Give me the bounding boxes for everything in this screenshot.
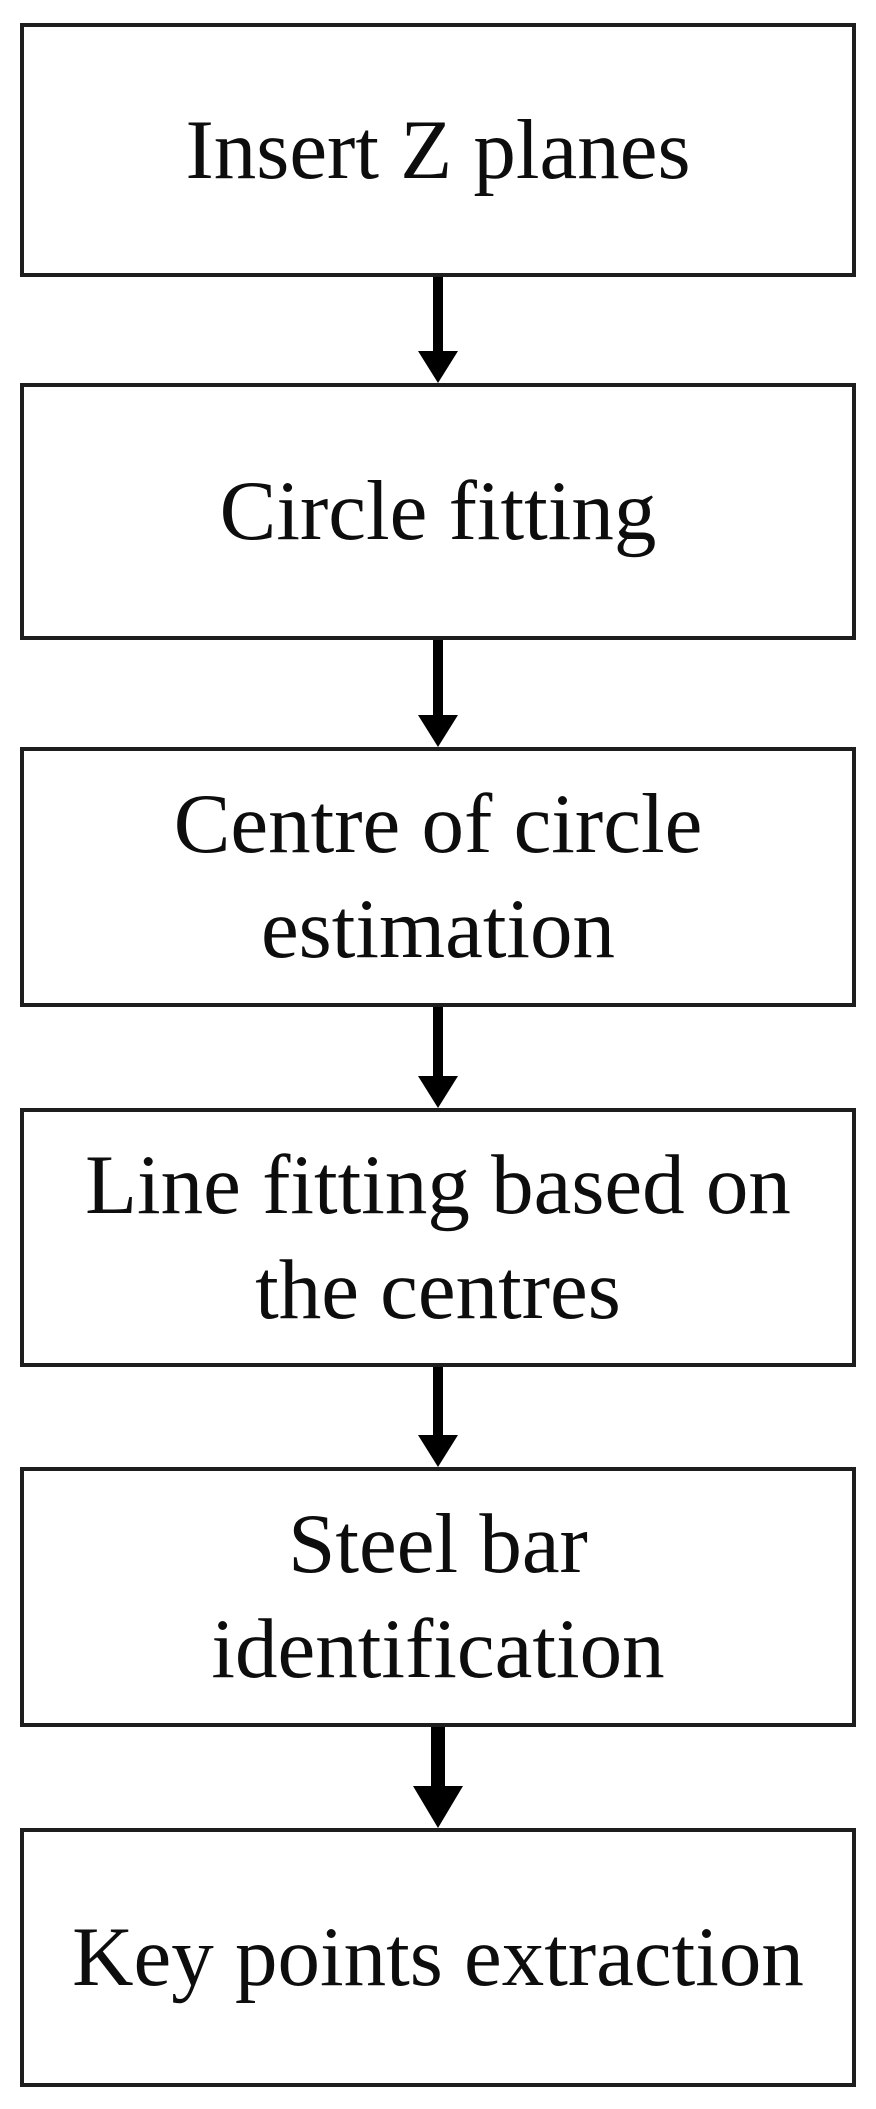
down-arrow-connector-1 (418, 277, 458, 383)
flow-node-steel-bar-identification: Steel bar identification (20, 1467, 856, 1727)
flow-node-line-fitting-based-on-the-centres: Line fitting based on the centres (20, 1108, 856, 1367)
arrow-head-icon (418, 715, 458, 747)
flow-node-label: Key points extraction (72, 1910, 804, 2004)
down-arrow-connector-2 (418, 640, 458, 747)
flow-node-label: Insert Z planes (185, 102, 691, 197)
flow-node-label: Line fitting based on the centres (85, 1137, 791, 1337)
arrow-shaft-icon (433, 1367, 443, 1435)
flow-node-label: Circle fitting (219, 464, 657, 558)
arrow-shaft-icon (431, 1727, 445, 1786)
arrow-shaft-icon (433, 277, 443, 351)
down-arrow-connector-4 (418, 1367, 458, 1467)
down-arrow-connector-5 (413, 1727, 463, 1828)
flow-node-label: Centre of circle estimation (173, 777, 703, 976)
arrow-head-icon (418, 1076, 458, 1108)
flow-node-key-points-extraction: Key points extraction (20, 1828, 856, 2087)
arrow-shaft-icon (433, 1007, 443, 1076)
arrow-shaft-icon (433, 640, 443, 715)
arrow-head-icon (413, 1786, 463, 1828)
arrow-head-icon (418, 1435, 458, 1467)
flow-node-label: Steel bar identification (211, 1497, 665, 1696)
arrow-head-icon (418, 351, 458, 383)
flow-node-insert-z-planes: Insert Z planes (20, 23, 856, 277)
flow-node-centre-of-circle-estimation: Centre of circle estimation (20, 747, 856, 1007)
down-arrow-connector-3 (418, 1007, 458, 1108)
flow-node-circle-fitting: Circle fitting (20, 383, 856, 640)
